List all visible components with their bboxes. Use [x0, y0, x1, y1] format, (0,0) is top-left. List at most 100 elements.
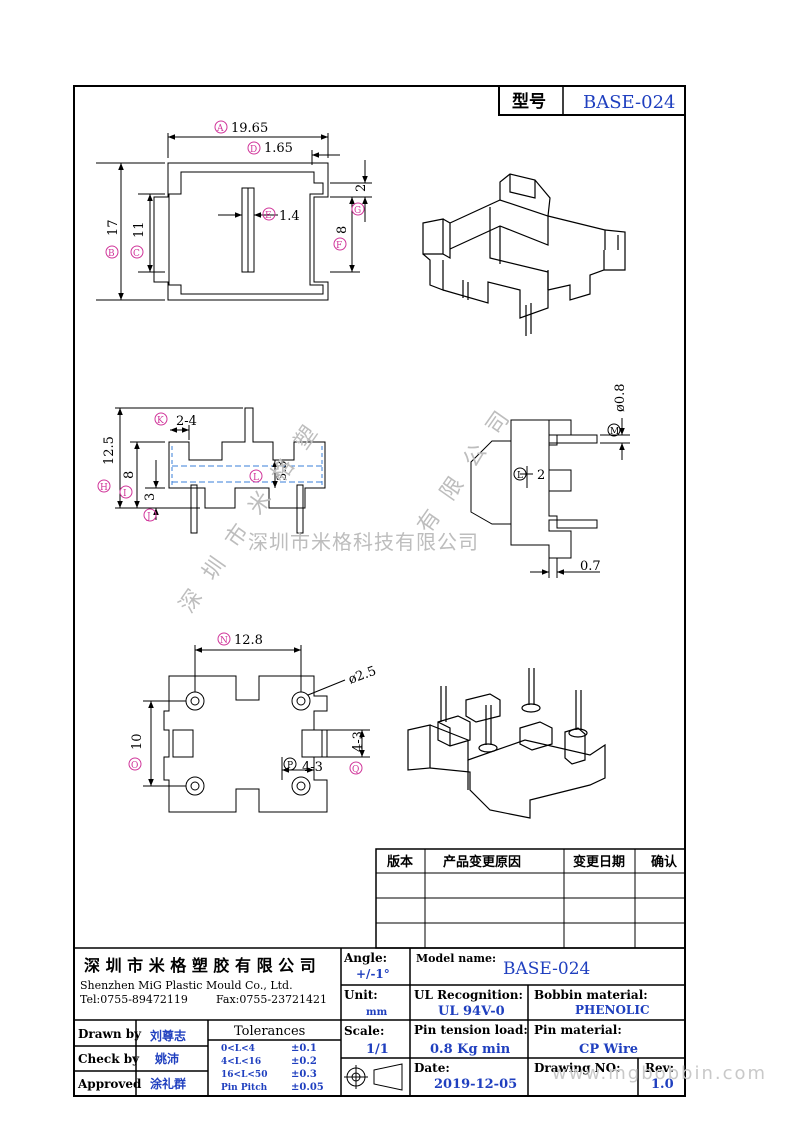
- ul-value: UL 94V-0: [438, 1004, 505, 1019]
- signature-block: Drawn by 刘尊志 Check by 姚沛 Approved 涂礼群: [77, 1027, 186, 1091]
- bobbin-value: PHENOLIC: [575, 1003, 650, 1017]
- svg-text:Model name:: Model name:: [416, 952, 496, 965]
- svg-text:N: N: [220, 636, 228, 646]
- svg-text:±0.1: ±0.1: [291, 1043, 317, 1054]
- type-label: 型号: [512, 91, 546, 112]
- svg-text:版本: 版本: [387, 854, 413, 870]
- top-view-labels: A 19.65 D 1.65 E 1.4 B 17 C 11 G 2 F 8: [105, 120, 369, 259]
- pin-tension-value: 0.8 Kg min: [430, 1042, 511, 1057]
- unit-value: mm: [366, 1007, 388, 1018]
- projection-symbol: [344, 1063, 403, 1091]
- svg-text:16<L<50: 16<L<50: [221, 1070, 267, 1080]
- svg-text:Bobbin material:: Bobbin material:: [534, 988, 648, 1002]
- company-name-en: Shenzhen MiG Plastic Mould Co., Ltd.: [80, 979, 293, 992]
- side-view: [115, 407, 326, 534]
- svg-text:Pin Pitch: Pin Pitch: [221, 1083, 268, 1093]
- svg-text:Q: Q: [352, 765, 359, 775]
- svg-text:确认: 确认: [651, 854, 678, 870]
- tolerances-block: Tolerances 0<L<4 ±0.1 4<L<16 ±0.2 16<L<5…: [221, 1024, 324, 1093]
- scale-value: 1/1: [366, 1042, 389, 1057]
- svg-text:产品变更原因: 产品变更原因: [443, 854, 521, 870]
- svg-text:Check by: Check by: [78, 1052, 140, 1066]
- dim-P: 4-3: [302, 760, 323, 775]
- svg-text:E: E: [265, 211, 272, 221]
- company-info: 深 圳 市 米 格 塑 胶 有 限 公 司 Shenzhen MiG Plast…: [80, 956, 327, 1006]
- revision-headers: 版本 产品变更原因 变更日期 确认: [387, 854, 678, 870]
- svg-text:O: O: [131, 761, 138, 771]
- svg-text:±0.2: ±0.2: [291, 1056, 317, 1067]
- dim-end-bottom: 0.7: [580, 559, 601, 574]
- dim-O: 10: [130, 733, 145, 750]
- title-block: [74, 947, 685, 1096]
- type-value: BASE-024: [583, 92, 675, 113]
- dim-dia: ø2.5: [346, 664, 378, 688]
- svg-text:4<L<16: 4<L<16: [221, 1057, 261, 1067]
- svg-text:变更日期: 变更日期: [573, 854, 625, 870]
- type-box: 型号 BASE-024: [498, 85, 686, 116]
- side-view-labels: K 2-4 H 12.5 I 8 J 3 L 3.3: [97, 412, 290, 522]
- iso-view-bottom: [407, 668, 606, 819]
- dim-M: ø0.8: [613, 383, 628, 412]
- svg-text:K: K: [157, 416, 164, 426]
- svg-text:F: F: [336, 241, 342, 251]
- drawn-by-value: 刘尊志: [150, 1028, 186, 1043]
- svg-text:Pin tension load:: Pin tension load:: [414, 1023, 528, 1037]
- iso-view-top: [422, 173, 626, 336]
- rev-value: 1.0: [651, 1077, 674, 1092]
- svg-text:Angle:: Angle:: [343, 951, 387, 965]
- end-view: [470, 418, 630, 578]
- dim-G: 2: [354, 184, 369, 192]
- check-by-value: 姚沛: [154, 1051, 179, 1066]
- dim-E: 1.4: [279, 209, 300, 224]
- dim-H: 12.5: [102, 436, 117, 465]
- svg-text:P: P: [287, 761, 293, 771]
- svg-text:A: A: [216, 124, 224, 134]
- dim-D: 1.65: [264, 141, 293, 156]
- company-fax: Fax:0755-23721421: [216, 993, 327, 1006]
- svg-text:±0.3: ±0.3: [291, 1069, 317, 1080]
- bottom-view: [143, 645, 370, 813]
- dim-L: 3.3: [275, 460, 290, 481]
- svg-text:Tolerances: Tolerances: [234, 1024, 305, 1039]
- svg-text:D: D: [250, 145, 257, 155]
- svg-text:Unit:: Unit:: [344, 988, 378, 1002]
- end-view-labels: M ø0.8 L 2 0.7: [513, 383, 628, 574]
- dim-C: 11: [132, 221, 147, 238]
- pin-material-value: CP Wire: [579, 1042, 638, 1057]
- company-tel: Tel:0755-89472119: [80, 993, 188, 1006]
- date-value: 2019-12-05: [434, 1077, 517, 1092]
- svg-text:J: J: [146, 512, 151, 522]
- svg-text:B: B: [108, 249, 115, 259]
- company-name-cn: 深 圳 市 米 格 塑 胶 有 限 公 司: [84, 956, 316, 975]
- sheet-border: [73, 85, 686, 1097]
- watermark-url: www.mgbobbin.com: [552, 1063, 768, 1084]
- svg-text:Drawn by: Drawn by: [78, 1027, 142, 1041]
- svg-text:L: L: [253, 473, 259, 483]
- svg-text:Rev:: Rev:: [645, 1061, 674, 1075]
- dim-F: 8: [335, 226, 350, 234]
- svg-text:Date:: Date:: [414, 1061, 450, 1075]
- svg-text:0<L<4: 0<L<4: [221, 1044, 255, 1054]
- svg-text:Pin material:: Pin material:: [534, 1023, 622, 1037]
- svg-text:M: M: [610, 427, 619, 437]
- dim-J: 3: [143, 493, 158, 501]
- approved-value: 涂礼群: [150, 1076, 186, 1091]
- dim-N: 12.8: [234, 633, 263, 648]
- dim-K: 2-4: [176, 414, 197, 429]
- dim-A: 19.65: [231, 121, 268, 136]
- svg-text:H: H: [100, 483, 108, 493]
- svg-text:Scale:: Scale:: [344, 1024, 384, 1038]
- dim-end-L: 2: [537, 468, 545, 483]
- dim-I: 8: [122, 471, 137, 479]
- svg-text:C: C: [133, 249, 140, 259]
- svg-text:UL Recognition:: UL Recognition:: [414, 988, 523, 1002]
- spec-block: Angle: +/-1° Unit: mm Scale: 1/1 Model n…: [343, 951, 674, 1092]
- model-value: BASE-024: [503, 959, 590, 979]
- svg-text:G: G: [354, 206, 361, 216]
- dim-B: 17: [106, 219, 121, 236]
- revision-table: [375, 848, 686, 949]
- svg-text:Approved: Approved: [77, 1077, 142, 1091]
- dim-Q: 4-3: [351, 731, 366, 752]
- watermark-horizontal: 深圳市米格科技有限公司: [248, 530, 479, 554]
